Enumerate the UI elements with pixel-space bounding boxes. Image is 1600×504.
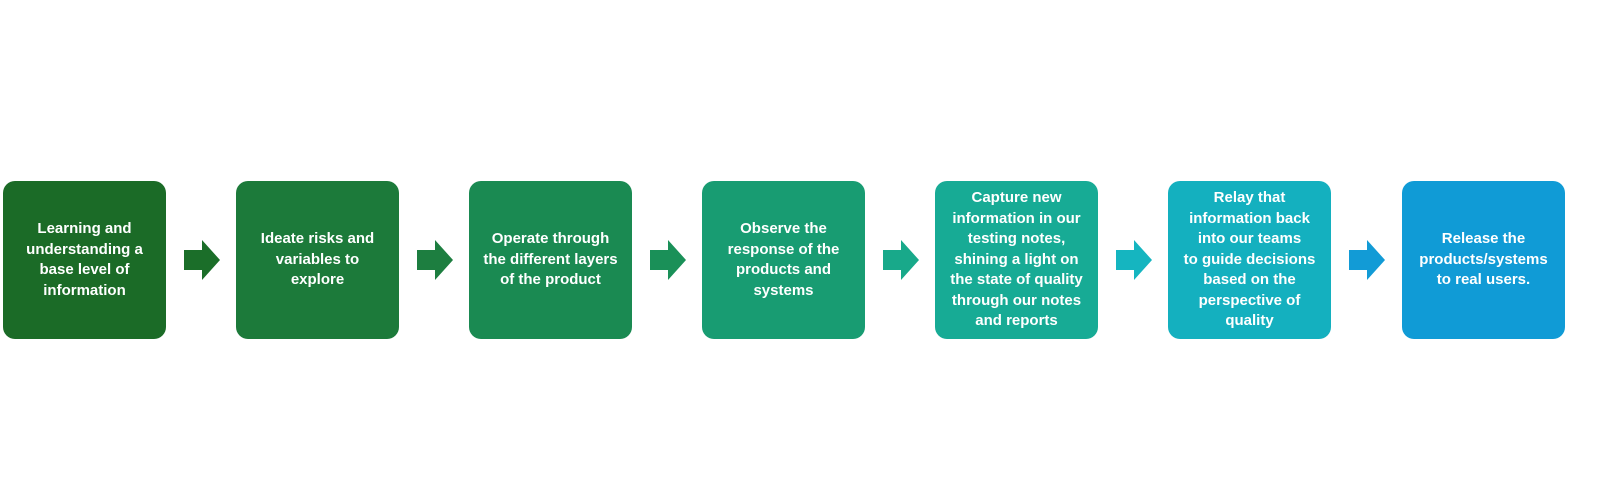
step-text-line: into our teams [1197,230,1302,248]
step-box-2: Ideate risks and variables to explore [236,181,399,339]
step-text-line: response of the [727,240,840,258]
step-text-line: systems [753,281,814,299]
step-text-line: the state of quality [950,271,1083,289]
step-text-line: Learning and [37,220,132,237]
step-box-5: Capture new information in our testing not… [935,181,1098,339]
step-text-line: to guide decisions [1183,250,1316,268]
step-text-line: and reports [975,312,1058,330]
arrow-right-icon [417,240,453,280]
arrow-right-icon [1116,240,1152,280]
step-box-3: Operate through the different layers of th… [469,181,632,339]
step-text-line: explore [290,271,345,289]
step-box-4: Observe the response of the products and sy… [702,181,865,339]
step-text-line: Observe the [740,220,827,237]
step-text-line: products/systems [1419,250,1548,268]
step-text-line: quality [1225,312,1274,330]
step-text-line: the different layers [483,250,618,268]
step-text-line: base level of [39,261,130,278]
step-text-line: information [43,281,126,299]
arrow-right-icon [184,240,220,280]
step-text-line: information back [1189,209,1310,227]
step-text-line: Release the [1441,230,1526,248]
arrow-right-icon [883,240,919,280]
step-text-line: through our notes [951,291,1082,309]
step-box-7: Release the products/systems to real users… [1402,181,1565,339]
step-text-line: to real users. [1436,271,1531,289]
step-text-line: Capture new [971,189,1062,207]
step-text-line: Operate through [491,230,610,248]
step-text-line: perspective of [1198,291,1301,309]
step-text-line: of the product [500,271,601,289]
step-text-line: understanding a [26,240,143,258]
step-text-line: variables to [275,250,360,268]
step-text-line: shining a light on [954,250,1079,268]
step-text-line: Ideate risks and [260,230,375,248]
arrow-right-icon [1349,240,1385,280]
step-text-line: information in our [952,209,1081,227]
step-text-line: based on the [1203,271,1296,289]
step-text-line: testing notes, [967,230,1066,248]
step-box-1: Learning and understanding a base level of… [3,181,166,339]
step-text-line: products and [735,261,831,278]
arrow-right-icon [650,240,686,280]
step-box-6: Relay that information back into our teams… [1168,181,1331,339]
step-text-line: Relay that [1213,189,1286,207]
